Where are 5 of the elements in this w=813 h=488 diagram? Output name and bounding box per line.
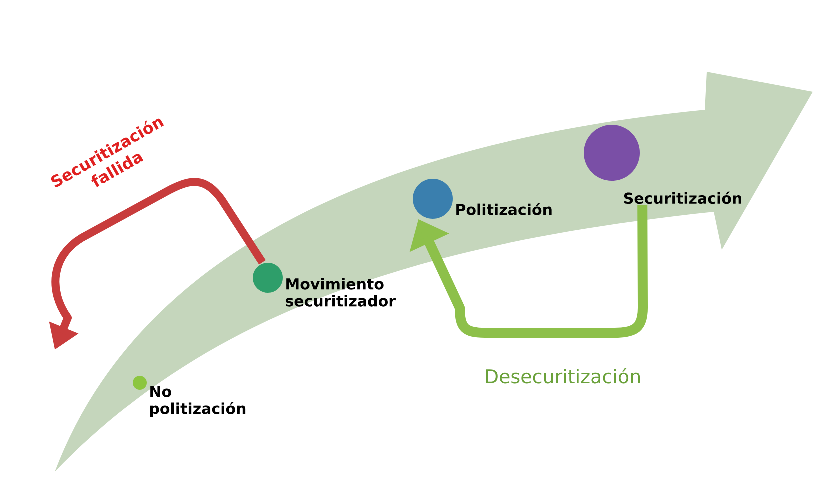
node-label: Movimiento securitizador — [286, 278, 396, 307]
node-label: Securitización — [624, 192, 742, 204]
node-label: No politización — [150, 386, 246, 418]
edge-label: Desecuritización — [486, 368, 640, 384]
node-label: Politización — [456, 203, 552, 216]
